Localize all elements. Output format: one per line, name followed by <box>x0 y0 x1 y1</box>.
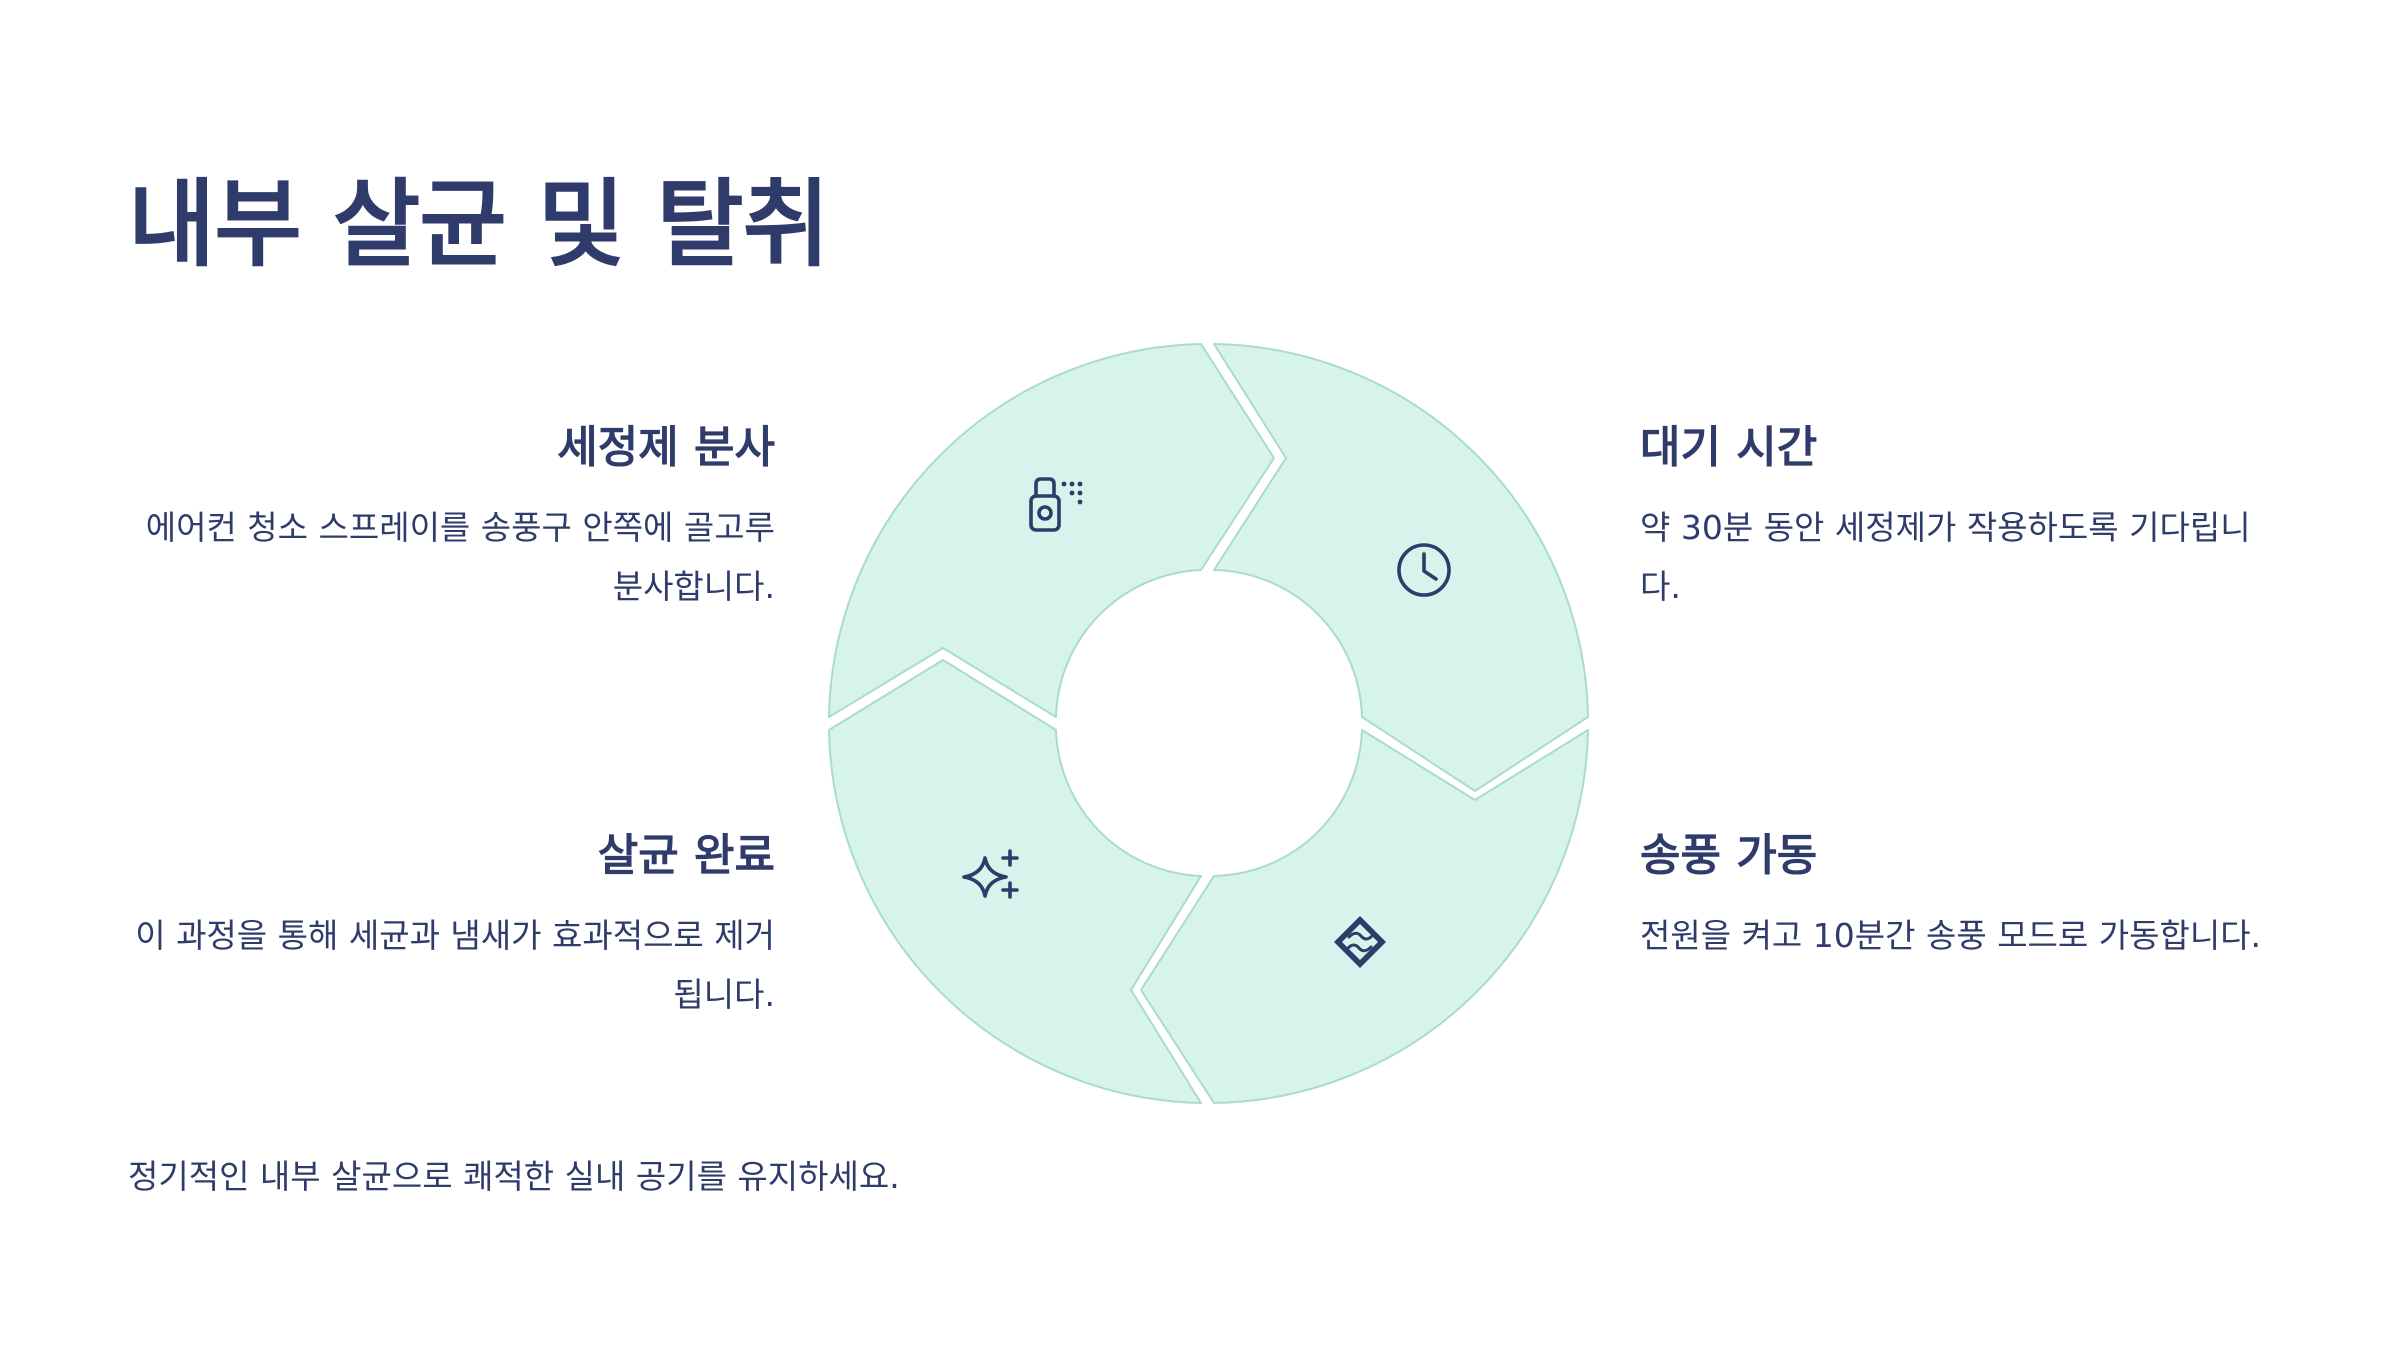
page-title: 내부 살균 및 탈취 <box>128 170 830 280</box>
cycle-segment-fan <box>1140 729 1589 1104</box>
footer-note: 정기적인 내부 살균으로 쾌적한 실내 공기를 유지하세요. <box>128 1157 900 1196</box>
step-spray: 세정제 분사 에어컨 청소 스프레이를 송풍구 안쪽에 골고루 분사합니다. <box>125 420 775 616</box>
step-done-description: 이 과정을 통해 세균과 냄새가 효과적으로 제거됩니다. <box>135 916 775 1014</box>
step-fan-title: 송풍 가동 <box>1640 830 1818 881</box>
step-fan: 송풍 가동 전원을 켜고 10분간 송풍 모드로 가동합니다. <box>1640 828 2290 965</box>
step-wait-description: 약 30분 동안 세정제가 작용하도록 기다립니다. <box>1640 508 2251 606</box>
spray-bottle-icon <box>1029 477 1083 532</box>
step-done-title: 살균 완료 <box>597 830 775 881</box>
cycle-segment-wait <box>1213 343 1589 792</box>
cycle-segment-done <box>828 659 1202 1104</box>
step-spray-description: 에어컨 청소 스프레이를 송풍구 안쪽에 골고루 분사합니다. <box>145 508 775 606</box>
fan-icon <box>1334 916 1386 968</box>
sparkles-icon <box>962 849 1019 899</box>
step-spray-title: 세정제 분사 <box>557 422 775 473</box>
step-wait: 대기 시간 약 30분 동안 세정제가 작용하도록 기다립니다. <box>1640 420 2290 616</box>
clock-icon <box>1397 543 1451 597</box>
step-wait-title: 대기 시간 <box>1640 422 1818 473</box>
step-fan-description: 전원을 켜고 10분간 송풍 모드로 가동합니다. <box>1640 916 2262 955</box>
step-done: 살균 완료 이 과정을 통해 세균과 냄새가 효과적으로 제거됩니다. <box>125 828 775 1024</box>
